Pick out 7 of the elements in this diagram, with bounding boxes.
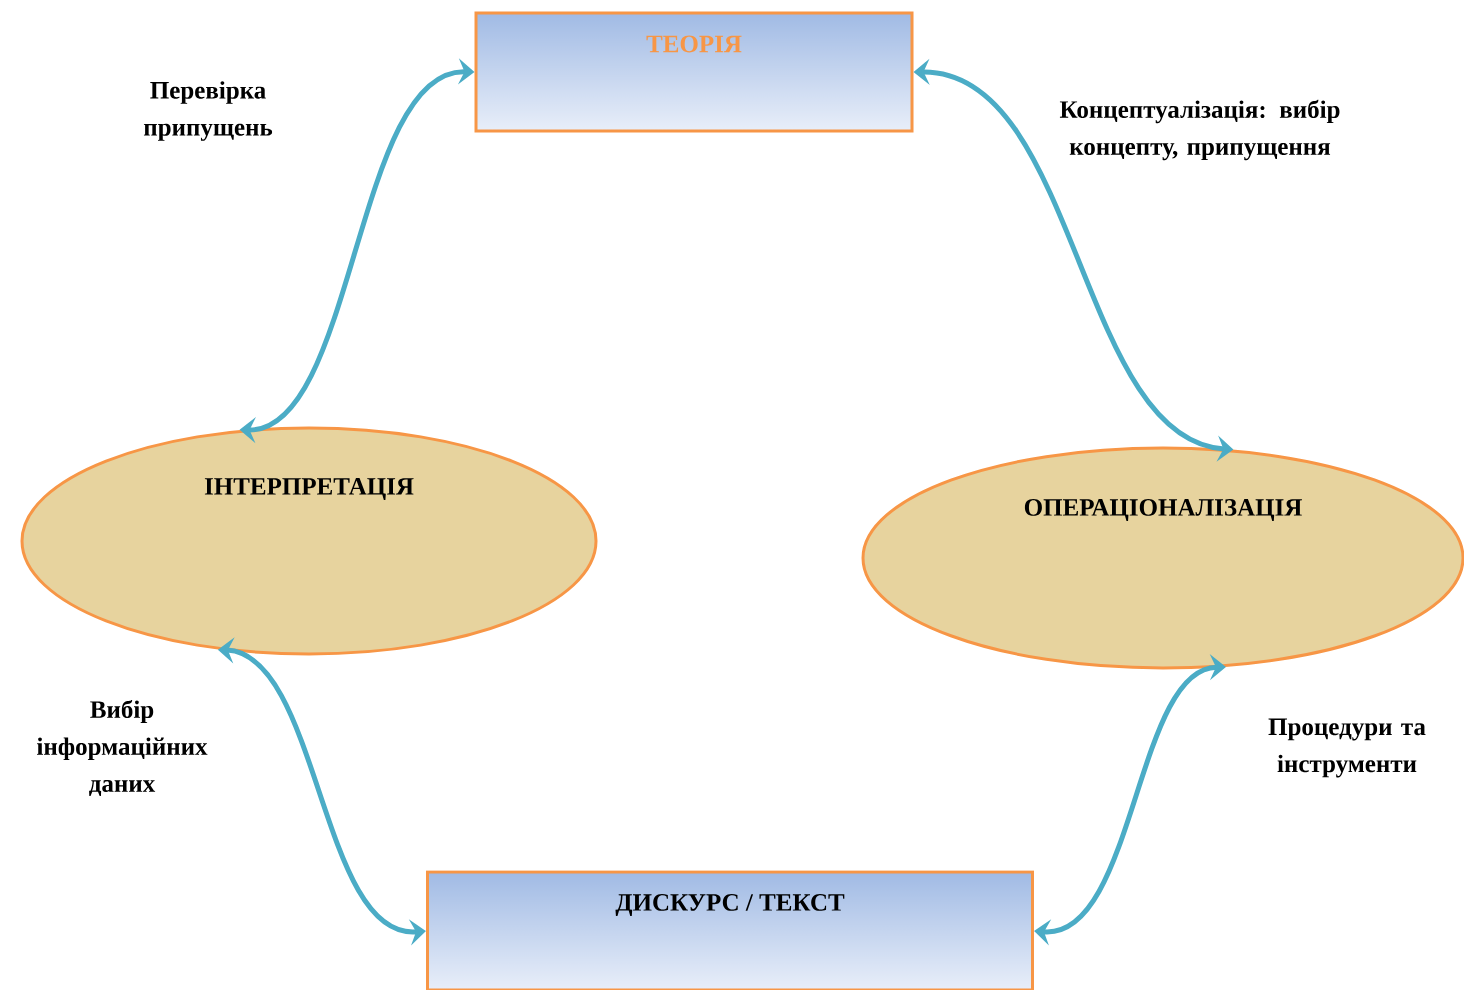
double-arrow [1034,654,1226,946]
edge-label: Процедури та інструменти [1268,718,1426,778]
edge-label: Вибір інформаційних даних [37,699,208,797]
edge-label: Концептуалізація: вибір концепту, припущення [1059,99,1340,161]
rectangle-box: ТЕОРІЯ [474,11,914,133]
edge-label: Перевірка припущень [143,81,273,141]
rectangle-box: ДИСКУРС / ТЕКСТ [426,870,1034,990]
